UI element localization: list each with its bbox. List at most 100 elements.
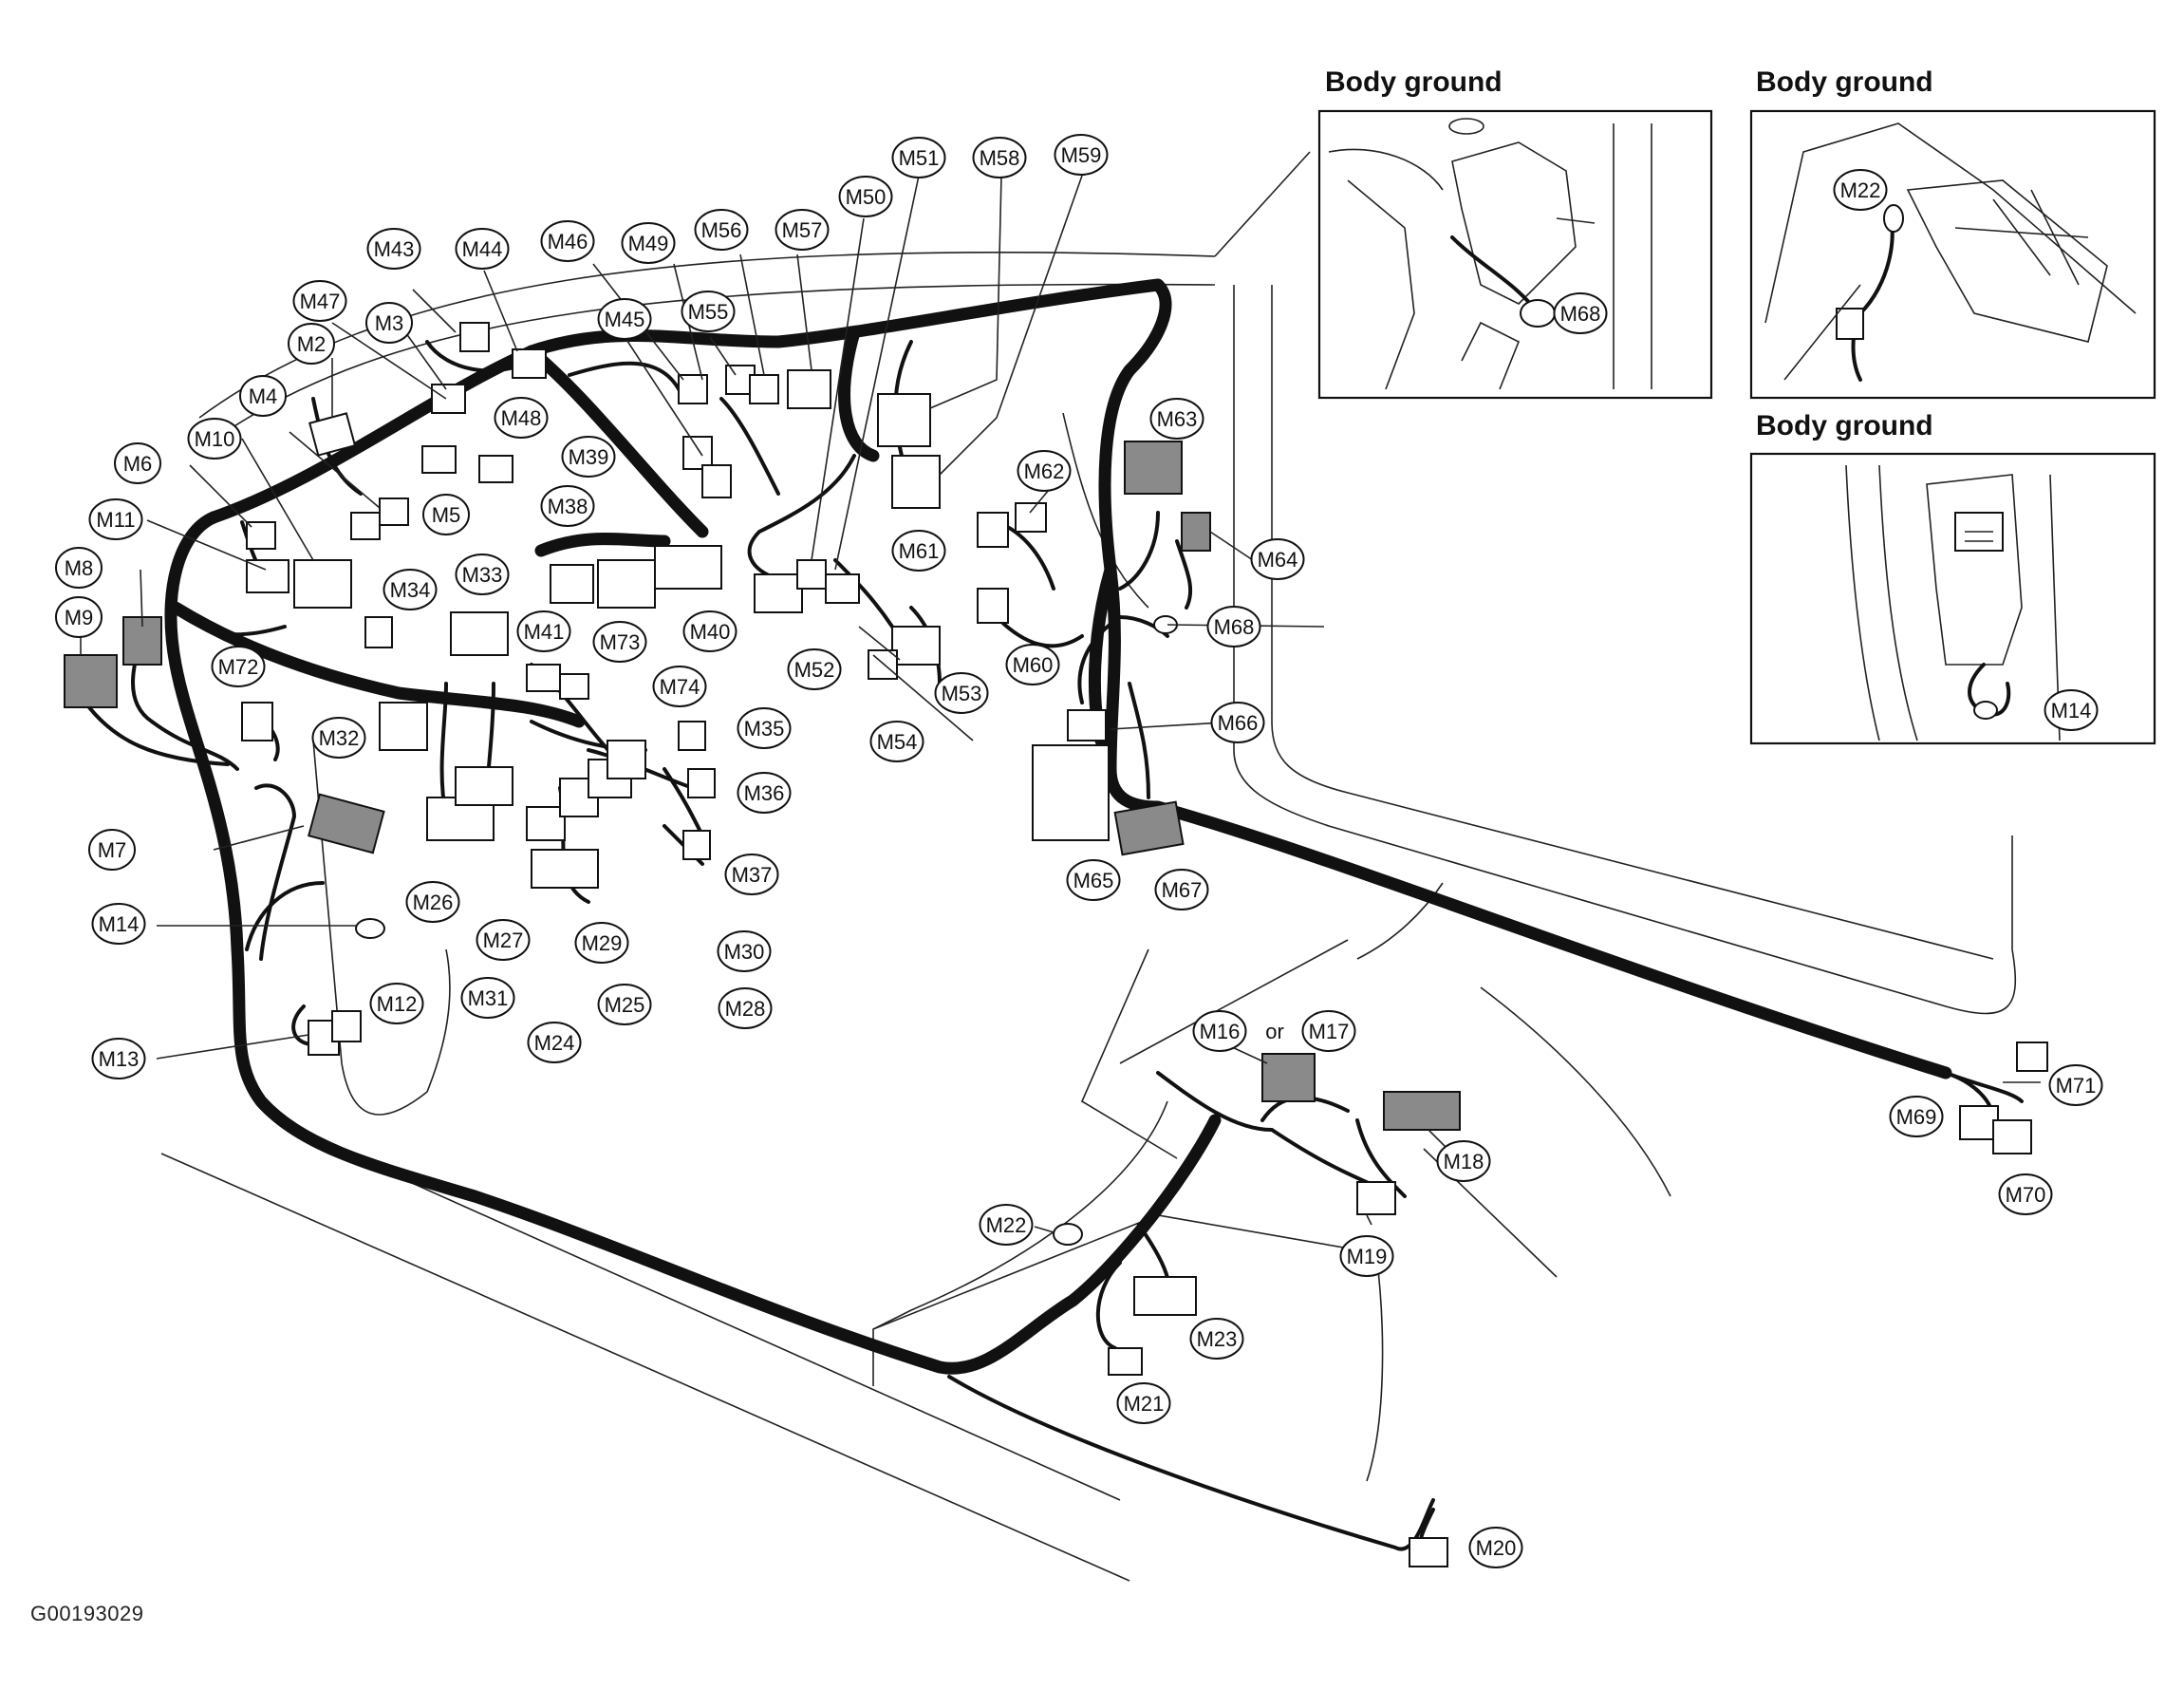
callout-m9-bubble (55, 596, 103, 638)
inset-frame-1 (1317, 109, 1713, 400)
callout-m5-text: M5 (432, 503, 461, 527)
callout-m50-bubble (838, 176, 893, 217)
connector-m27-shape (455, 766, 513, 806)
callout-m19-bubble (1339, 1235, 1394, 1277)
connector-m41-shape (526, 664, 561, 692)
connector-m19-shape (1356, 1181, 1396, 1215)
inset-callout-1-text: M68 (1560, 302, 1601, 326)
callout-m32-bubble (311, 717, 366, 759)
callout-m46-text: M46 (548, 230, 588, 253)
callout-m66-bubble (1210, 702, 1265, 743)
callout-m49: M49 (621, 222, 676, 264)
connector-m43-shape (459, 322, 490, 352)
callout-m73-bubble (592, 621, 647, 663)
connector-m10-shape (293, 559, 352, 609)
callout-m64-bubble (1250, 538, 1305, 580)
callout-m22: M22 (979, 1204, 1034, 1246)
callout-m27: M27 (476, 919, 531, 961)
callout-m67-bubble (1154, 869, 1209, 910)
connector-m34-shape (364, 616, 393, 648)
callout-m37-bubble (724, 854, 779, 895)
callout-m5-bubble (422, 494, 470, 535)
callout-m37-text: M37 (732, 863, 773, 887)
callout-m6: M6 (114, 442, 161, 484)
callout-m23: M23 (1189, 1318, 1244, 1360)
connector-m2-shape (308, 412, 357, 457)
callout-m9: M9 (55, 596, 103, 638)
callout-m59: M59 (1054, 134, 1109, 176)
connector-m31-shape (526, 806, 566, 841)
callout-m54-bubble (869, 721, 924, 762)
callout-m58: M58 (972, 137, 1027, 178)
connector-m16-shape (1261, 1053, 1316, 1102)
connector-m52-shape (754, 573, 803, 613)
connector-m36-shape (687, 768, 716, 798)
inset-title-2: Body ground (1756, 66, 1933, 98)
connector-m22-shape (1053, 1223, 1083, 1246)
callout-m27-text: M27 (483, 929, 524, 952)
callout-m73-text: M73 (600, 630, 641, 654)
callout-m50-text: M50 (846, 185, 887, 209)
connector-m51-shape (796, 559, 827, 590)
callout-m7-bubble (88, 829, 136, 871)
callout-m22-bubble (979, 1204, 1034, 1246)
callout-m57-text: M57 (782, 218, 823, 242)
callout-m16: M16 (1192, 1010, 1247, 1052)
callout-m25-bubble (597, 984, 652, 1025)
callout-m56-bubble (694, 209, 749, 251)
connector-m63-shape (1124, 441, 1183, 495)
callout-m26-bubble (405, 881, 460, 923)
callout-m29-bubble (574, 922, 629, 964)
callout-m32-text: M32 (319, 726, 360, 750)
callout-m45-text: M45 (605, 308, 645, 331)
body-outline (160, 151, 2017, 1582)
callout-m36: M36 (737, 772, 792, 814)
inset-title-1: Body ground (1325, 66, 1503, 98)
callout-m10-text: M10 (195, 427, 235, 451)
callout-m29-text: M29 (582, 931, 623, 955)
callout-m48-bubble (494, 397, 549, 439)
callout-m43-text: M43 (374, 237, 415, 261)
inset-panels (1317, 109, 2156, 745)
connector-m67-shape (1113, 800, 1185, 856)
callout-m4: M4 (239, 375, 287, 417)
callout-m61: M61 (891, 530, 946, 572)
callout-m19-text: M19 (1347, 1245, 1388, 1268)
callout-m16-bubble (1192, 1010, 1247, 1052)
callout-m34-bubble (383, 569, 438, 610)
callout-m17-text: M17 (1309, 1020, 1350, 1043)
callout-m11-bubble (88, 498, 143, 540)
callout-m44-bubble (455, 228, 510, 270)
connector-m28-shape (607, 740, 646, 779)
callout-m38-text: M38 (548, 495, 588, 518)
callout-m38: M38 (540, 485, 595, 527)
connector-m69-shape (1959, 1105, 1999, 1140)
callout-m64-text: M64 (1258, 548, 1298, 572)
callout-m11-text: M11 (96, 508, 135, 532)
callout-m69-text: M69 (1896, 1105, 1937, 1129)
callout-m68-text: M68 (1214, 615, 1255, 639)
callout-m48-text: M48 (501, 406, 542, 430)
connector-m20-shape (1409, 1537, 1448, 1567)
callout-m50: M50 (838, 176, 893, 217)
callout-m53: M53 (934, 672, 989, 714)
callout-m45: M45 (597, 298, 652, 340)
callout-m4-text: M4 (249, 385, 278, 408)
connector-m38-shape (550, 564, 594, 604)
callout-m39-text: M39 (569, 445, 609, 469)
callout-m17: M17 (1301, 1010, 1356, 1052)
callout-m21-bubble (1116, 1382, 1171, 1424)
callout-m7-text: M7 (98, 838, 127, 862)
callout-m70-text: M70 (2006, 1183, 2046, 1207)
callout-m2-bubble (288, 323, 335, 365)
callout-m6-text: M6 (123, 452, 153, 476)
connector-m39-shape (597, 559, 656, 609)
callout-m10: M10 (187, 418, 242, 460)
callout-m65-text: M65 (1073, 869, 1114, 892)
callout-m41-text: M41 (524, 620, 565, 644)
inset-callout-2: M22 (1833, 169, 1888, 211)
callout-m54: M54 (869, 721, 924, 762)
callout-m29: M29 (574, 922, 629, 964)
callout-m33: M33 (455, 554, 510, 595)
callout-m24-text: M24 (534, 1031, 575, 1055)
